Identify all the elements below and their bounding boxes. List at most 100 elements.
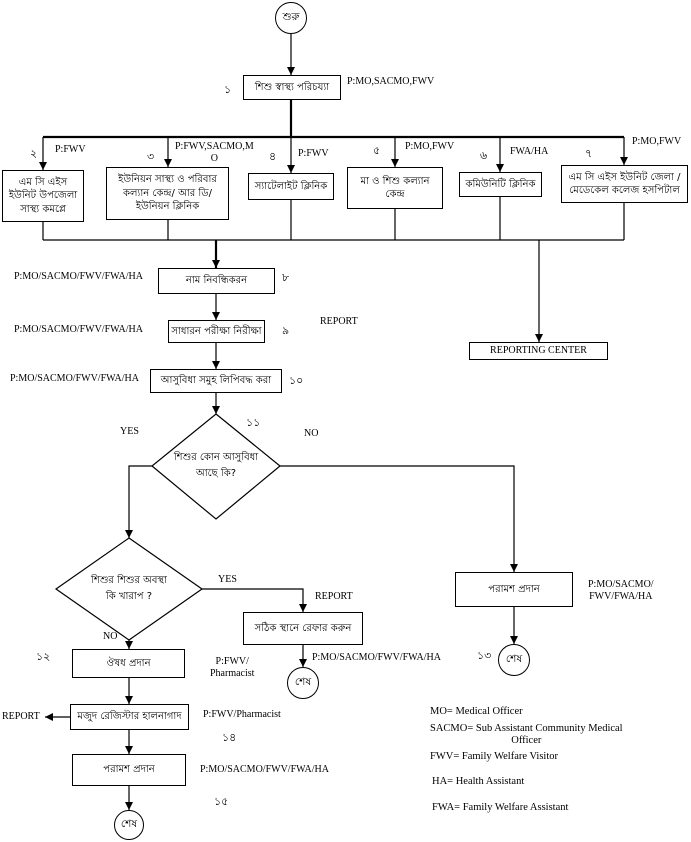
step-2-box: এম সি এইস ইউনিট উপজেলা সাস্থ্য কমপ্লে — [2, 170, 84, 222]
end-label-refer: শেষ — [294, 675, 312, 688]
step-2-personnel: P:FWV — [55, 144, 86, 155]
step-13-personnel-line-1: P:MO/SACMO/ — [588, 579, 654, 590]
legend-fwv-text: FWV= Family Welfare Visitor — [430, 751, 558, 762]
reporting-center-box: REPORTING CENTER — [469, 342, 608, 360]
step-14-personnel: P:FWV/Pharmacist — [203, 709, 281, 720]
step-2-number: ২ — [30, 147, 38, 160]
legend-ha-text: HA= Health Assistant — [432, 776, 525, 787]
refer-personnel: P:MO/SACMO/FWV/FWA/HA — [312, 652, 441, 663]
legend-ha: HA= Health Assistant — [432, 776, 524, 788]
step-2-text-line-1: এম সি এইস — [18, 176, 68, 188]
step-6-number: ৬ — [480, 149, 488, 162]
legend-fwv: FWV= Family Welfare Visitor — [430, 751, 558, 763]
end-terminal-left: শেষ — [114, 810, 144, 840]
decision-11-text: শিশুর কোন আসুবিধা আছে কি? — [160, 450, 272, 482]
step-14-number: ১৪ — [222, 731, 237, 744]
step-3-number: ৩ — [147, 150, 155, 163]
step-8-personnel: P:MO/SACMO/FWV/FWA/HA — [14, 271, 143, 282]
step-3-box: ইউনিয়ন সাস্থ্য ও পরিবার কল্যান কেন্দ্র/… — [106, 167, 229, 220]
refer-report-label: REPORT — [315, 591, 353, 602]
reporting-center-label: REPORTING CENTER — [490, 345, 587, 357]
connector-condition-yes-to-refer — [202, 588, 307, 612]
step-1-number: ১ — [224, 83, 232, 96]
connector-decision-11-yes — [125, 465, 152, 538]
legend-mo: MO= Medical Officer — [430, 706, 523, 718]
step-15-counsel-box: পরামশ প্রদান — [72, 754, 186, 786]
step-2-text-line-3: সাস্থ্য কমপ্লে — [20, 203, 66, 215]
decision-11-text-line-2: আছে কি? — [195, 468, 237, 479]
legend-fwa-text: FWA= Family Welfare Assistant — [432, 802, 569, 813]
step-9-personnel: P:MO/SACMO/FWV/FWA/HA — [14, 324, 143, 335]
decision-condition-text: শিশুর শিশুর অবস্থা কি খারাপ ? — [71, 573, 187, 605]
step-5-text-line-2: কেন্দ্র — [385, 189, 405, 200]
step-4-text: স্যাটেলাইট ক্লিনিক — [254, 180, 328, 192]
step-7-text-line-2: মেডেকেল কলেজ হসপিটাল — [569, 185, 680, 196]
start-label: শুরু — [282, 10, 300, 23]
step-14-text: মজুদ রেজিস্টার হালনাগাদ — [77, 711, 182, 723]
step-1-box: শিশু স্বাস্থ্য পরিচয্যা — [243, 75, 341, 100]
decision-11-text-line-1: শিশুর কোন আসুবিধা — [173, 452, 259, 463]
decision-condition-no-label: NO — [103, 631, 118, 642]
step-7-personnel: P:MO,FWV — [632, 136, 682, 147]
step-13-box: পরামশ প্রদান — [455, 572, 573, 607]
step-12-number: ১২ — [36, 650, 51, 663]
step-5-personnel: P:MO,FWV — [405, 141, 455, 152]
legend-mo-text: MO= Medical Officer — [430, 706, 523, 717]
connector-decision-11-no — [280, 465, 518, 572]
step-12-personnel: P:FWV/ Pharmacist — [210, 656, 254, 680]
step-4-box: স্যাটেলাইট ক্লিনিক — [248, 173, 334, 200]
step-13-personnel: P:MO/SACMO/ FWV/FWA/HA — [588, 579, 654, 603]
step-12-text: ঔষধ প্রদান — [106, 657, 151, 669]
step-7-text-line-1: এম সি এইস ইউনিট জেলা / — [568, 171, 681, 183]
step-8-box: নাম নিবন্ধিকরন — [158, 268, 275, 294]
decision-condition-text-line-2: কি খারাপ ? — [105, 591, 153, 602]
step-7-box: এম সি এইস ইউনিট জেলা / মেডেকেল কলেজ হসপি… — [561, 165, 688, 203]
step-15-number: ১৫ — [214, 795, 229, 808]
step-10-box: আসুবিধা সমুহ লিপিবদ্ধ করা — [150, 369, 282, 393]
step-5-number: ৫ — [373, 144, 381, 157]
step-8-text: নাম নিবন্ধিকরন — [185, 275, 248, 287]
legend-sacmo: SACMO= Sub Assistant Community Medical O… — [430, 723, 623, 747]
step-8-number: ৮ — [282, 271, 290, 284]
refer-box: সঠিক স্থানে রেফার করুন — [243, 612, 363, 645]
step-6-personnel: FWA/HA — [510, 146, 549, 157]
decision-11-diamond — [151, 413, 281, 520]
step-1-personnel: P:MO,SACMO,FWV — [347, 76, 435, 87]
step-3-text-line-1: ইউনিয়ন সাস্থ্য ও পরিবার — [118, 174, 217, 186]
step-6-box: কমিউনিটি ক্লিনিক — [459, 172, 542, 197]
step-9-text: সাধারন পরীক্ষা নিরীক্ষা — [171, 325, 262, 337]
step-3-personnel-line-2: O — [210, 153, 218, 164]
step-13-text: পরামশ প্রদান — [488, 583, 540, 595]
decision-11-yes-label: YES — [120, 426, 139, 437]
step-12-box: ঔষধ প্রদান — [72, 649, 185, 678]
step-15-personnel: P:MO/SACMO/FWV/FWA/HA — [200, 764, 329, 775]
step-7-number: ৭ — [585, 147, 593, 160]
step-5-text-line-1: মা ও শিশু কল্যান — [360, 175, 430, 187]
step-10-number: ১০ — [289, 374, 304, 387]
step-4-personnel: P:FWV — [298, 148, 329, 159]
step-3-text-line-3: ইউনিয়ন ক্লিনিক — [135, 201, 200, 213]
step-3-text-line-2: কল্যান কেন্দ্র/ আর ডি/ — [122, 187, 213, 199]
step-10-text: আসুবিধা সমুহ লিপিবদ্ধ করা — [160, 375, 272, 387]
step-15-text: পরামশ প্রদান — [103, 764, 155, 776]
step-12-personnel-line-1: P:FWV/ — [215, 656, 249, 667]
step-9-number: ৯ — [282, 324, 290, 337]
decision-condition-yes-label: YES — [218, 574, 237, 585]
step-13-personnel-line-2: FWV/FWA/HA — [589, 591, 653, 602]
report-label-mid: REPORT — [320, 316, 358, 327]
legend-fwa: FWA= Family Welfare Assistant — [432, 802, 568, 814]
step-1-text: শিশু স্বাস্থ্য পরিচয্যা — [254, 81, 330, 93]
step-3-personnel-line-1: P:FWV,SACMO,M — [175, 141, 254, 152]
legend-sacmo-text-line-1: SACMO= Sub Assistant Community Medical — [430, 723, 623, 734]
step-12-personnel-line-2: Pharmacist — [210, 668, 255, 679]
end-label-left: শেষ — [120, 817, 138, 830]
step-4-number: ৪ — [269, 150, 277, 163]
start-terminal: শুরু — [275, 2, 307, 34]
refer-text: সঠিক স্থানে রেফার করুন — [254, 622, 352, 634]
step-14-register-box: মজুদ রেজিস্টার হালনাগাদ — [70, 704, 189, 730]
step-3-personnel: P:FWV,SACMO,M O — [175, 141, 254, 165]
step-5-box: মা ও শিশু কল্যান কেন্দ্র — [347, 167, 443, 209]
end-terminal-right: শেষ — [498, 644, 530, 676]
legend-sacmo-text-line-2: Officer — [511, 735, 542, 746]
